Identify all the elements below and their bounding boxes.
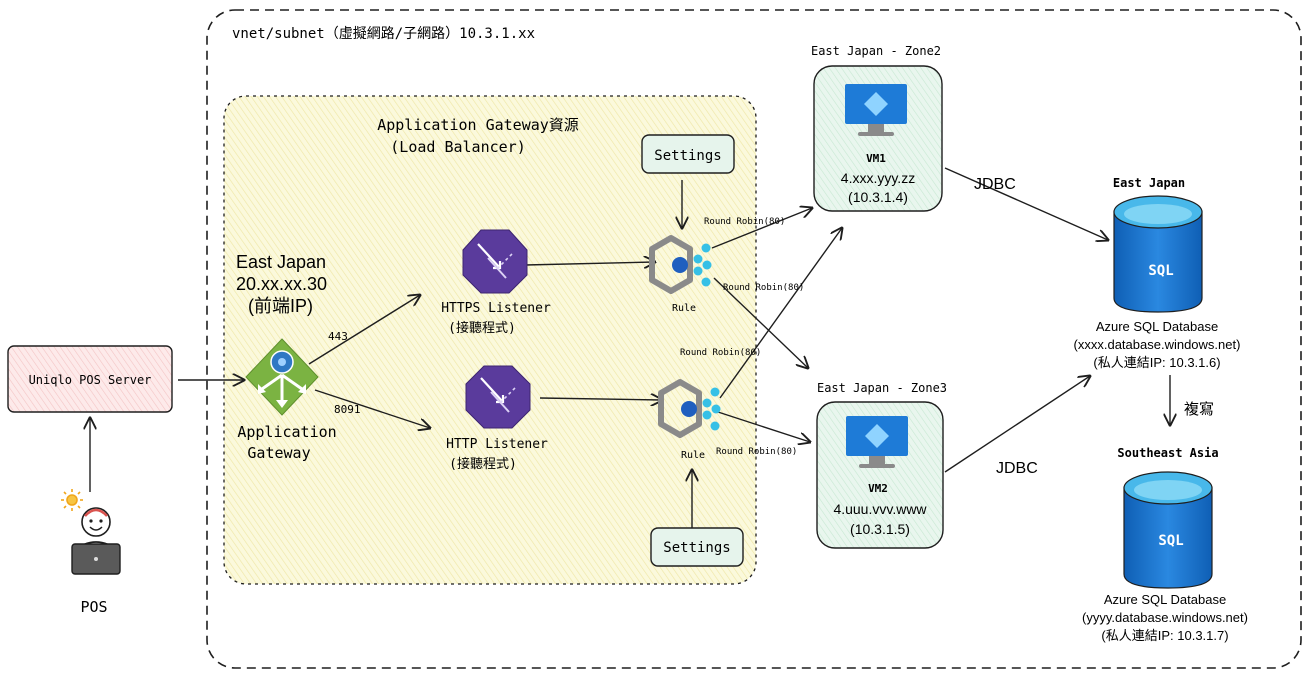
appgw-label-2: Gateway (247, 444, 310, 462)
db-secondary-host: (yyyy.database.windows.net) (1082, 610, 1248, 625)
arrow-gateway-to-http (314, 389, 430, 428)
arrow-https-to-rule (524, 262, 655, 265)
arrow-rule-bottom-to-vm1 (719, 228, 842, 399)
vm1-public-ip: 4.xxx.yyy.zz (841, 170, 915, 186)
vm2-public-ip: 4.uuu.vvv.www (833, 501, 927, 517)
appgw-resource-subtitle: (Load Balancer) (390, 138, 525, 156)
settings-bottom-label: Settings (663, 540, 730, 556)
replication-label: 複寫 (1184, 400, 1214, 418)
appgw-resource-title: Application Gateway資源 (377, 116, 579, 134)
arrow-gateway-to-https (308, 295, 420, 365)
vm1-node: East Japan - Zone2 VM1 4.xxx.yyy.zz (10.… (811, 44, 943, 212)
frontend-ip: 20.xx.xx.30 (236, 274, 327, 294)
rr-bottom-to-vm1: Round Robin(80) (680, 348, 761, 358)
rr-top-to-vm1: Round Robin(80) (704, 217, 785, 227)
pos-user-label: POS (80, 598, 107, 616)
arrow-vm2-to-db (944, 376, 1090, 473)
port-https: 443 (328, 330, 348, 343)
settings-bottom-node: Settings (650, 527, 744, 567)
vm1-zone: East Japan - Zone2 (811, 44, 941, 58)
https-listener-node: HTTPS Listener (接聽程式) (441, 229, 551, 336)
arrow-rule-top-to-vm1 (711, 208, 812, 249)
rr-bottom-to-vm2: Round Robin(80) (716, 447, 797, 457)
db-secondary-region: Southeast Asia (1117, 446, 1218, 460)
vm2-private-ip: (10.3.1.5) (850, 521, 910, 537)
sql-db-primary-node: East Japan SQL Azure SQL Database (xxxx.… (1074, 176, 1241, 370)
http-listener-sublabel: (接聽程式) (449, 456, 517, 472)
frontend-region: East Japan (236, 252, 326, 272)
port-http: 8091 (334, 403, 361, 416)
settings-top-label: Settings (654, 148, 721, 164)
vnet-boundary: vnet/subnet（虛擬網路/子網路）10.3.1.xx (206, 9, 1302, 669)
http-listener-label: HTTP Listener (446, 437, 548, 452)
pos-user-icon: POS (61, 489, 121, 616)
arrow-rule-top-to-vm2 (713, 277, 808, 368)
application-gateway-icon: Application Gateway (237, 338, 337, 462)
settings-top-node: Settings (641, 134, 735, 174)
https-listener-sublabel: (接聽程式) (448, 320, 516, 336)
sql-db-secondary-node: Southeast Asia SQL Azure SQL Database (y… (1082, 446, 1248, 643)
vm2-node: East Japan - Zone3 VM2 4.uuu.vvv.www (10… (816, 381, 947, 549)
vm2-zone: East Japan - Zone3 (817, 381, 947, 395)
rule-top-node: Rule (649, 235, 712, 314)
pos-server-label: Uniqlo POS Server (29, 373, 152, 387)
jdbc-bottom-label: JDBC (996, 460, 1038, 477)
http-listener-node: HTTP Listener (接聽程式) (446, 365, 548, 472)
vm1-name: VM1 (866, 152, 886, 165)
jdbc-top-label: JDBC (974, 176, 1016, 193)
db-primary-icon-text: SQL (1148, 263, 1173, 279)
frontend-ip-block: East Japan 20.xx.xx.30 (前端IP) (236, 252, 327, 316)
vm2-name: VM2 (868, 482, 888, 495)
https-listener-label: HTTPS Listener (441, 301, 551, 316)
rule-bottom-label: Rule (681, 450, 705, 461)
vnet-label: vnet/subnet（虛擬網路/子網路）10.3.1.xx (232, 26, 535, 42)
vm1-private-ip: (10.3.1.4) (848, 189, 908, 205)
arrow-rule-bottom-to-vm2 (717, 411, 810, 442)
arrow-vm1-to-db (944, 167, 1108, 240)
db-primary-host: (xxxx.database.windows.net) (1074, 337, 1241, 352)
appgw-label-1: Application (237, 423, 336, 441)
db-primary-name: Azure SQL Database (1096, 319, 1218, 334)
db-secondary-private-ip: (私人連結IP: 10.3.1.7) (1101, 628, 1228, 643)
appgw-resource-region: Application Gateway資源 (Load Balancer) (223, 95, 757, 585)
db-primary-region: East Japan (1113, 176, 1185, 190)
db-primary-private-ip: (私人連結IP: 10.3.1.6) (1093, 355, 1220, 370)
db-secondary-name: Azure SQL Database (1104, 592, 1226, 607)
rr-top-to-vm2: Round Robin(80) (723, 283, 804, 293)
arrow-http-to-rule (539, 398, 662, 400)
pos-server-node: Uniqlo POS Server (7, 345, 173, 413)
rule-top-label: Rule (672, 303, 696, 314)
rule-bottom-node: Rule (658, 379, 721, 461)
db-secondary-icon-text: SQL (1158, 533, 1183, 549)
frontend-ip-label: (前端IP) (248, 296, 313, 316)
